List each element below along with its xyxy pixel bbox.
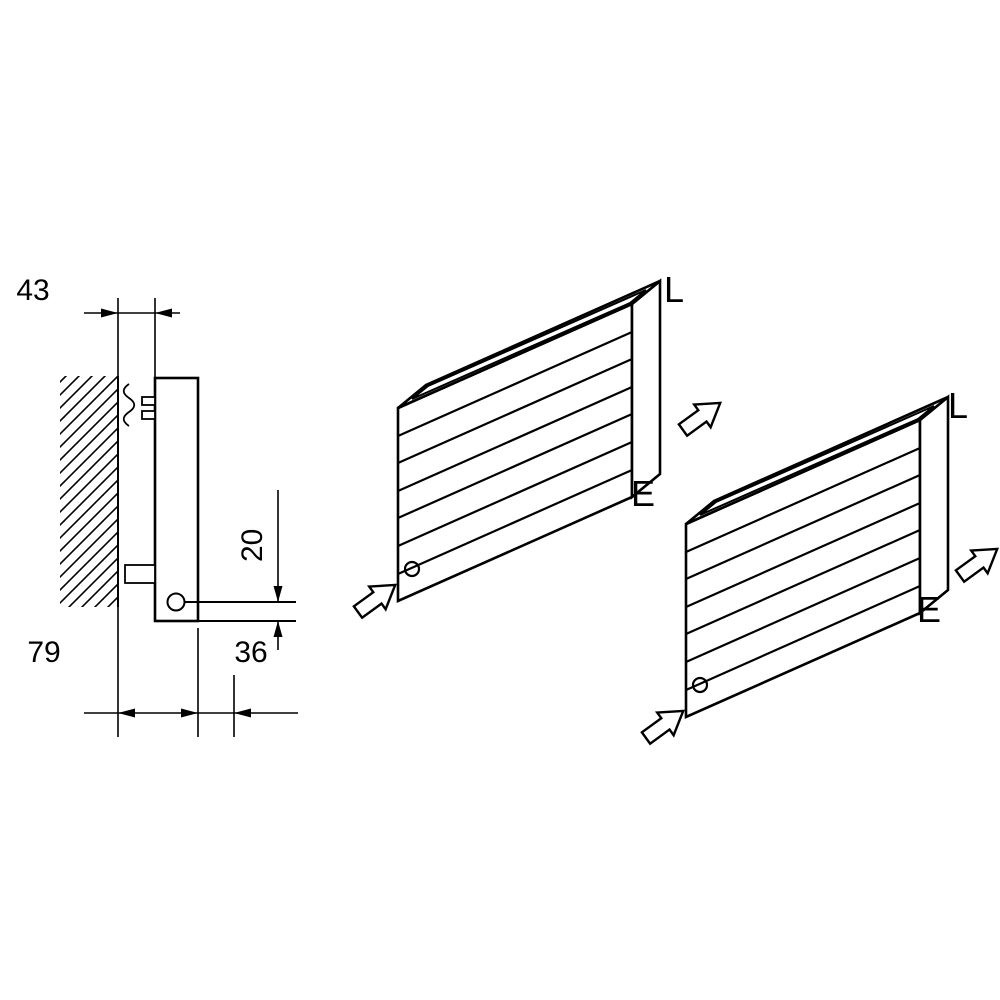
dim-label-36: 36 bbox=[234, 636, 267, 669]
dimension-79-36: 79 36 bbox=[27, 628, 298, 737]
arrowhead bbox=[101, 308, 118, 318]
dim-label-43: 43 bbox=[16, 274, 49, 307]
spring-clip bbox=[122, 383, 136, 427]
side-face bbox=[630, 278, 662, 500]
arrowhead bbox=[273, 586, 283, 602]
dim-label-79: 79 bbox=[27, 636, 60, 669]
drain-plug bbox=[691, 676, 709, 694]
bracket-pin bbox=[141, 410, 156, 420]
groove-line bbox=[685, 501, 921, 609]
arrowhead bbox=[155, 308, 172, 318]
groove-line bbox=[685, 556, 921, 664]
panel-grooves bbox=[397, 330, 633, 576]
groove-line bbox=[685, 528, 921, 636]
radiator-iso-bottom: L E bbox=[684, 385, 968, 720]
groove-line bbox=[397, 330, 633, 438]
label-l-bottom: L bbox=[948, 385, 968, 426]
label-e-bottom: E bbox=[917, 589, 941, 630]
side-face bbox=[918, 394, 950, 616]
arrowhead bbox=[234, 708, 251, 718]
flow-arrow-outlet-top bbox=[677, 401, 723, 438]
pipe-lines bbox=[184, 601, 296, 622]
groove-line bbox=[397, 468, 633, 576]
flow-arrow-icon bbox=[352, 583, 398, 620]
groove-line bbox=[685, 473, 921, 581]
arrowhead bbox=[273, 621, 283, 637]
dimension-20: 20 bbox=[236, 490, 283, 650]
top-grille bbox=[699, 405, 935, 516]
groove-line bbox=[397, 440, 633, 548]
flow-arrow-icon bbox=[677, 401, 723, 438]
dim-label-20: 20 bbox=[236, 529, 269, 562]
top-opening bbox=[411, 289, 647, 400]
bottom-bracket bbox=[124, 564, 156, 584]
flow-arrow-outlet-bottom bbox=[954, 547, 1000, 584]
groove-line bbox=[397, 385, 633, 493]
arrowhead bbox=[118, 708, 135, 718]
groove-line bbox=[685, 584, 921, 692]
wall-section bbox=[60, 376, 119, 607]
panel-grooves bbox=[685, 446, 921, 692]
radiator-side-profile bbox=[122, 376, 200, 623]
groove-line bbox=[397, 357, 633, 465]
groove-line bbox=[685, 446, 921, 554]
label-l-top: L bbox=[664, 269, 684, 310]
flow-arrow-icon bbox=[954, 547, 1000, 584]
radiator-iso-top: L E bbox=[396, 269, 684, 604]
radiator-body bbox=[153, 376, 200, 623]
dimension-43: 43 bbox=[16, 274, 180, 378]
flow-arrow-icon bbox=[640, 709, 686, 746]
flow-arrow-inlet-bottom bbox=[640, 709, 686, 746]
groove-line bbox=[397, 412, 633, 520]
flow-arrow-inlet-top bbox=[352, 583, 398, 620]
wall-hatch-fill bbox=[60, 376, 118, 607]
label-e-top: E bbox=[631, 473, 655, 514]
arrowhead bbox=[181, 708, 198, 718]
bracket-pin bbox=[141, 396, 156, 406]
drain-plug bbox=[403, 560, 421, 578]
side-view: 43 20 bbox=[16, 274, 298, 737]
